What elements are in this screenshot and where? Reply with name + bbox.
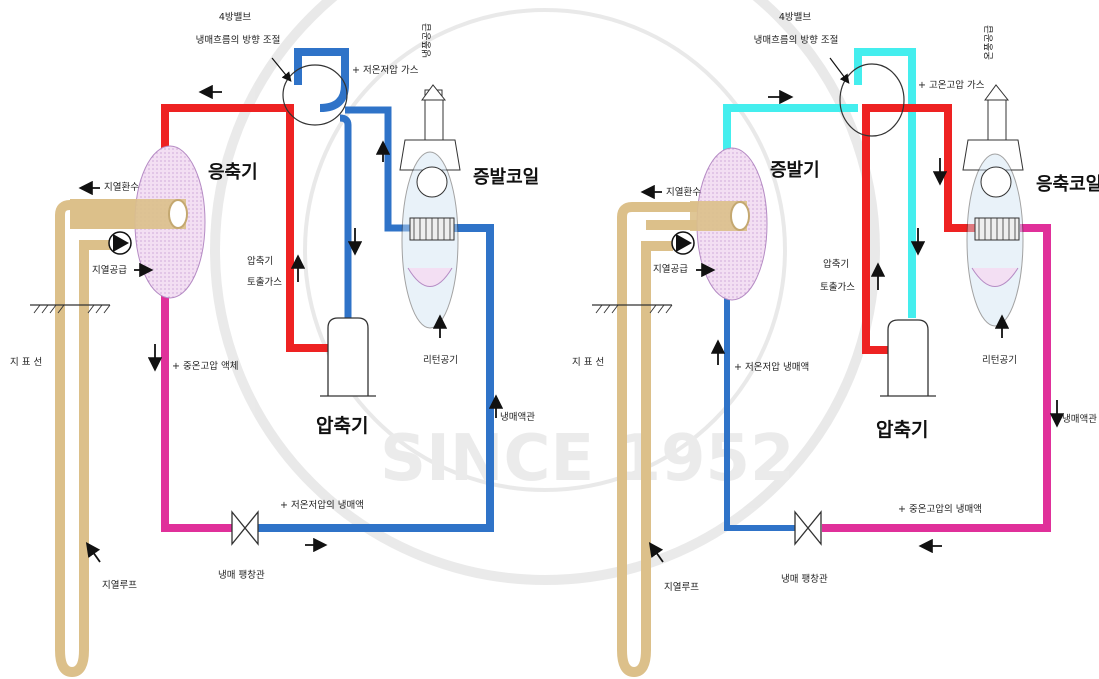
- compressor-label: 압축기: [876, 419, 928, 441]
- ground-line-label: 지 표 선: [572, 357, 604, 368]
- ground-line-label: 지 표 선: [10, 357, 42, 368]
- four-way-valve: [282, 64, 348, 126]
- heating-diagram: 4방밸브 냉매흐름의 방향 조절 + 고온고압 가스 온풍공급 응축코일 증발기…: [572, 12, 1099, 678]
- valve-port-label: + 저온저압 가스: [352, 64, 419, 76]
- exp-out-label: + 중온고압의 냉매액: [898, 503, 982, 515]
- compressor: [880, 319, 936, 397]
- valve-loop-pipe: [294, 48, 349, 112]
- flow-arrows: [640, 89, 1065, 563]
- discharge-label-line1: 압축기: [247, 255, 273, 267]
- indoor-coil-label: 증발코일: [473, 167, 539, 188]
- indoor-coil: [962, 84, 1024, 327]
- liquid-pipe: [822, 224, 1051, 532]
- discharge-label-line1: 압축기: [823, 258, 849, 270]
- expansion-valve-label: 냉매 팽창관: [781, 574, 828, 585]
- hx-out-label: + 중온고압 액체: [172, 360, 238, 372]
- valve-title: 4방밸브: [219, 12, 252, 23]
- ground-loop-pipe: [55, 200, 165, 678]
- return-air-label: 리턴공기: [423, 355, 458, 366]
- gw-return-label: 지열환수: [666, 186, 701, 198]
- exp-out-label: + 저온저압의 냉매액: [280, 499, 364, 511]
- expansion-valve-icon: [231, 510, 259, 546]
- indoor-coil: [399, 84, 461, 329]
- watermark-seal: SINCE 1952: [210, 0, 880, 585]
- gw-supply-label: 지열공급: [92, 265, 127, 276]
- ground-surface-line: [30, 304, 111, 314]
- valve-description: 냉매흐름의 방향 조절: [754, 34, 839, 46]
- fan-outlet-label: 온풍공급: [984, 25, 995, 60]
- flow-arrows: [78, 84, 504, 563]
- valve-port-label: + 고온고압 가스: [918, 79, 985, 91]
- ground-hx-label: 응축기: [208, 162, 258, 183]
- cooling-diagram: 4방밸브 냉매흐름의 방향 조절 + 저온저압 가스 냉풍공급 증발코일 응축기…: [10, 12, 539, 678]
- return-air-label: 리턴공기: [982, 355, 1017, 366]
- ground-hx-label: 증발기: [770, 160, 820, 181]
- liquid-pipe: [161, 265, 232, 532]
- svg-text:SINCE 1952: SINCE 1952: [380, 422, 795, 496]
- liquid-pipe-label: 냉매액관: [500, 411, 535, 423]
- fan-outlet-label: 냉풍공급: [422, 23, 433, 58]
- liquid-line-pipe: [258, 224, 494, 532]
- circulation-pump-icon: [671, 231, 695, 255]
- hot-gas-pipe: [862, 104, 992, 354]
- cold-gas-pipe: [339, 114, 352, 318]
- liquid-pipe-label: 냉매액관: [1062, 413, 1097, 425]
- discharge-label-line2: 토출가스: [820, 282, 855, 293]
- four-way-valve: [839, 63, 905, 137]
- valve-description: 냉매흐름의 방향 조절: [196, 34, 281, 46]
- expansion-valve-label: 냉매 팽창관: [218, 570, 265, 581]
- compressor-label: 압축기: [316, 415, 368, 437]
- ground-loop-label: 지열루프: [664, 582, 699, 593]
- suction-line-pipe: [345, 106, 430, 232]
- compressor: [320, 317, 376, 397]
- indoor-coil-label: 응축코일: [1036, 174, 1099, 195]
- low-pressure-liquid-pipe: [724, 265, 795, 531]
- expansion-valve-icon: [794, 510, 822, 546]
- ground-surface-line: [592, 304, 673, 314]
- ground-loop-pipe: [617, 202, 725, 678]
- discharge-label-line2: 토출가스: [247, 277, 282, 288]
- circulation-pump-icon: [108, 231, 132, 255]
- valve-title: 4방밸브: [779, 12, 812, 23]
- ground-loop-label: 지열루프: [102, 580, 137, 591]
- hx-out-label: + 저온저압 냉매액: [734, 361, 809, 373]
- gw-supply-label: 지열공급: [653, 264, 688, 275]
- gw-return-label: 지열환수: [104, 181, 139, 193]
- valve-loop-pipe: [854, 48, 916, 318]
